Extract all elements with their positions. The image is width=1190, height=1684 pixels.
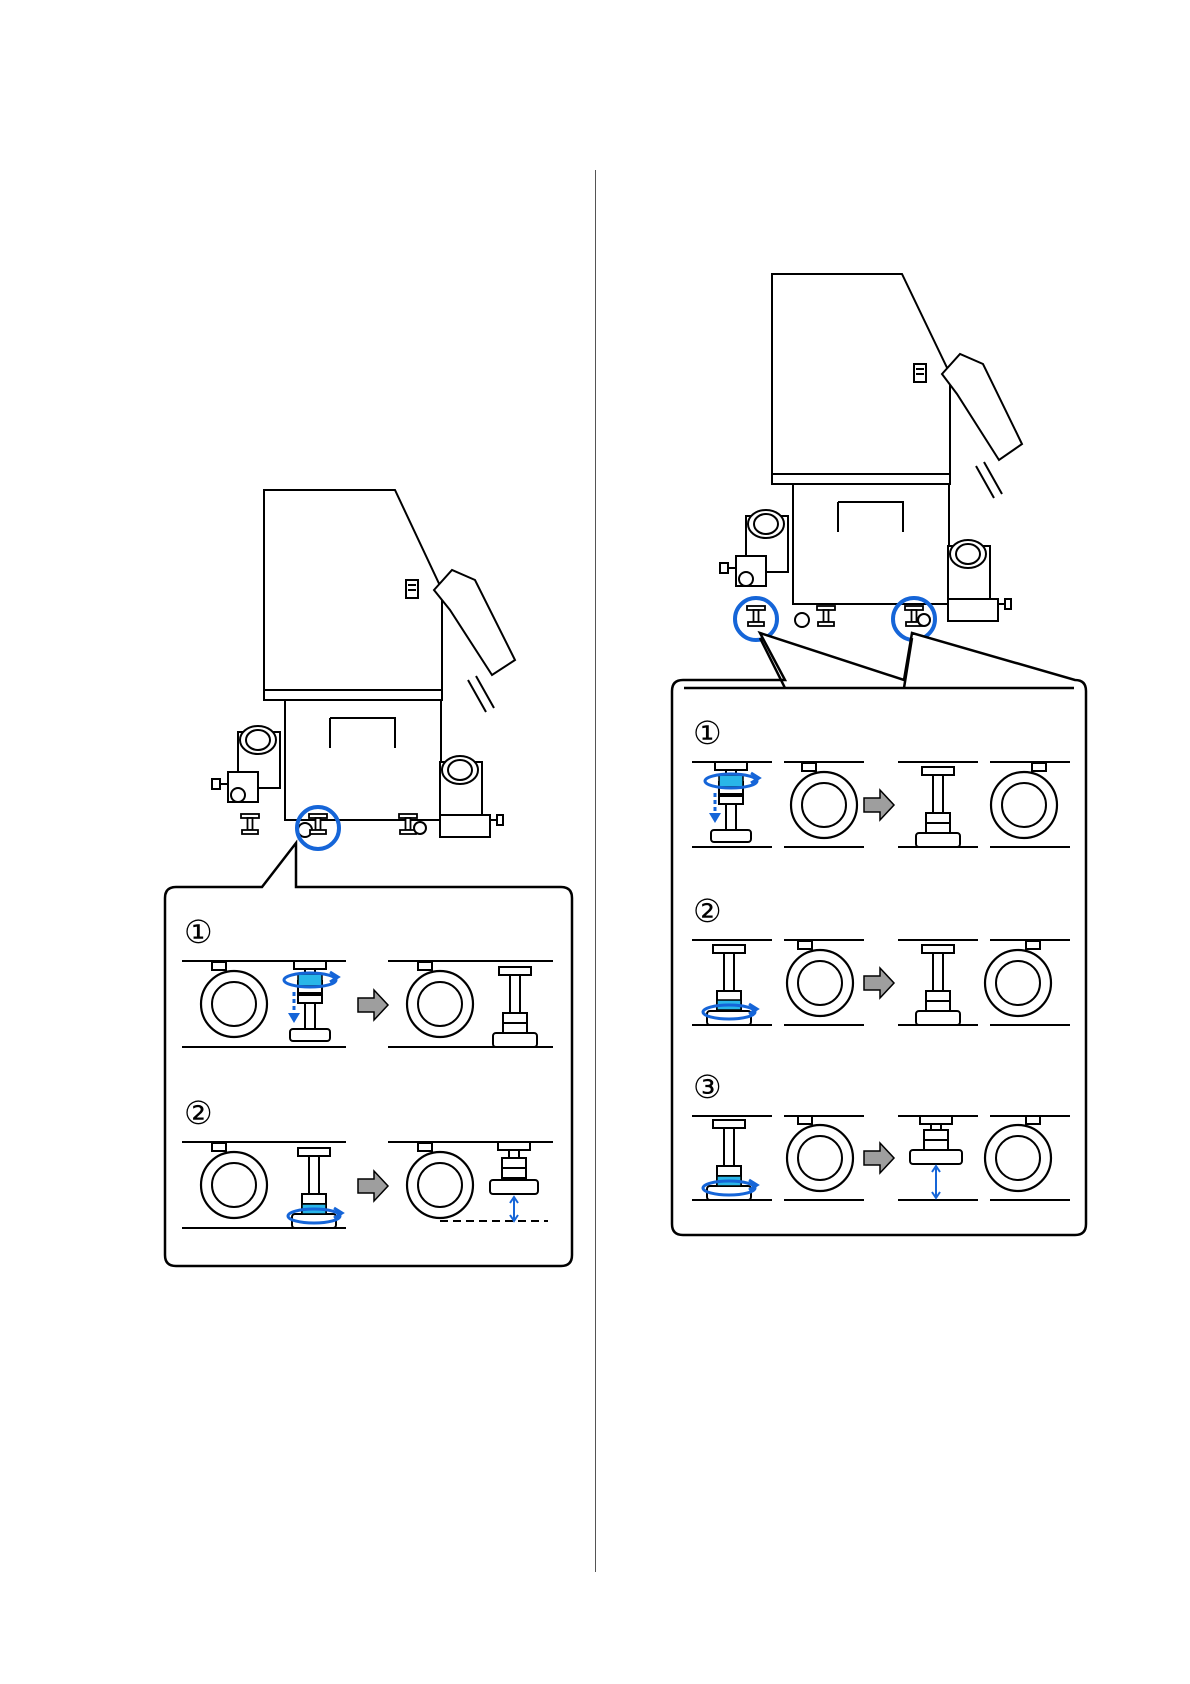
right-step-2-number: ② — [693, 892, 722, 930]
left-printer-illustration — [212, 490, 515, 837]
right-printer-illustration — [720, 274, 1022, 627]
right-step-3-number: ③ — [693, 1068, 722, 1106]
right-step-1-number: ① — [693, 714, 722, 752]
left-step-1-number: ① — [184, 913, 213, 951]
left-step-2-number: ② — [184, 1094, 213, 1132]
